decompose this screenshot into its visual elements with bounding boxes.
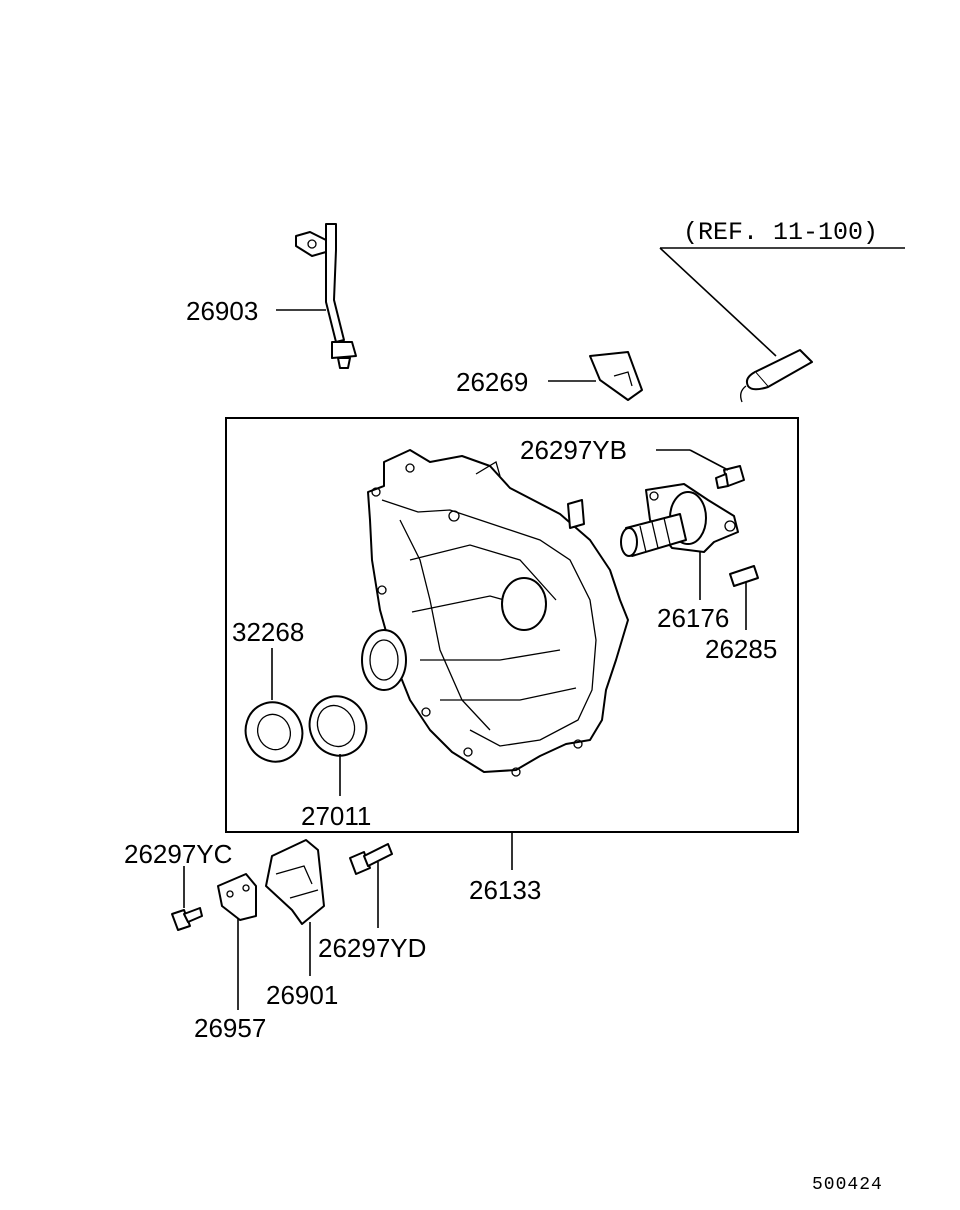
bolt-yd-icon[interactable] — [349, 843, 393, 875]
reference-label: (REF. 11-100) — [683, 218, 878, 247]
label-26901[interactable]: 26901 — [266, 980, 338, 1010]
dowel-pin-icon[interactable] — [729, 565, 759, 587]
clip-icon[interactable] — [589, 351, 643, 401]
reference-leader — [659, 247, 777, 357]
label-27011[interactable]: 27011 — [301, 801, 371, 831]
label-26297YB[interactable]: 26297YB — [520, 435, 627, 465]
mount-bracket-icon[interactable] — [265, 839, 325, 925]
shaft-retainer-icon[interactable] — [620, 483, 739, 557]
leader-26297YB-b — [689, 449, 729, 471]
label-26269[interactable]: 26269 — [456, 367, 528, 397]
label-26297YC[interactable]: 26297YC — [124, 839, 232, 869]
label-32268[interactable]: 32268 — [232, 617, 304, 647]
label-26285[interactable]: 26285 — [705, 634, 777, 664]
bolt-yb-icon[interactable] — [715, 465, 745, 489]
oil-seal-27011-icon[interactable] — [300, 687, 376, 765]
label-26957[interactable]: 26957 — [194, 1013, 266, 1043]
label-26176[interactable]: 26176 — [657, 603, 729, 633]
diagram-code: 500424 — [812, 1175, 883, 1195]
sealant-tube-icon[interactable] — [740, 349, 813, 403]
transmission-case-icon[interactable] — [361, 449, 629, 777]
oil-seal-32268-icon[interactable] — [236, 693, 312, 771]
label-26903[interactable]: 26903 — [186, 296, 258, 326]
bracket-plate-icon[interactable] — [217, 873, 257, 921]
label-26297YD[interactable]: 26297YD — [318, 933, 426, 963]
dipstick-bracket-icon[interactable] — [295, 223, 357, 369]
bolt-yc-icon[interactable] — [171, 907, 203, 931]
label-26133[interactable]: 26133 — [469, 875, 541, 905]
